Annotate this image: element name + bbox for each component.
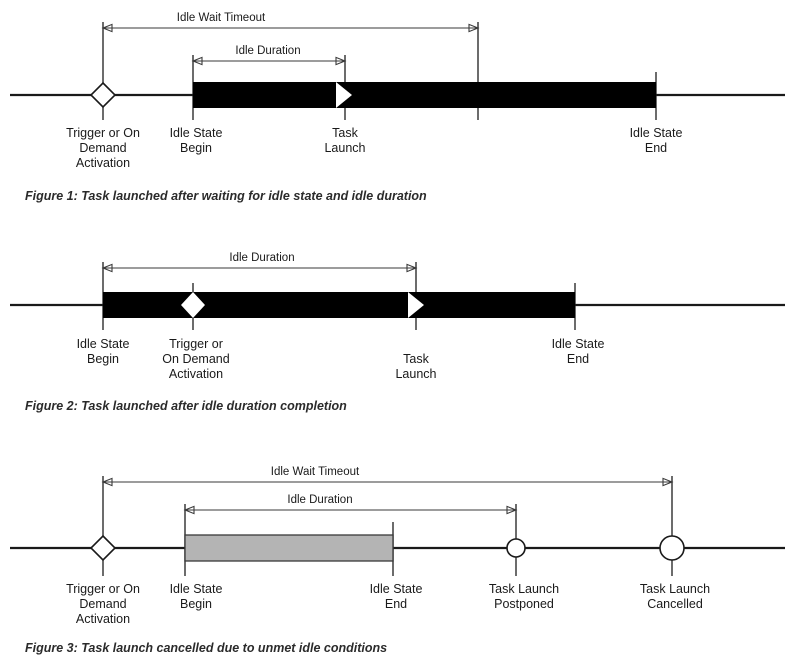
svg-text:Begin: Begin — [180, 597, 212, 611]
idle-state-bar — [103, 292, 575, 318]
marker-label-idle-state-end: Idle State End — [630, 126, 683, 155]
svg-text:Launch: Launch — [395, 367, 436, 381]
dimension-idle-wait-timeout: Idle Wait Timeout — [101, 12, 480, 33]
marker-label-task-launch-postponed: Task Launch Postponed — [489, 582, 559, 611]
figure-3: Idle Wait Timeout Idle Duration — [0, 440, 806, 665]
marker-label-task-launch-cancelled: Task Launch Cancelled — [640, 582, 710, 611]
svg-text:Idle State: Idle State — [170, 126, 223, 140]
svg-text:Activation: Activation — [169, 367, 223, 381]
dimension-label-idle-duration: Idle Duration — [235, 45, 300, 57]
svg-text:Trigger or On: Trigger or On — [66, 126, 140, 140]
marker-label-idle-state-begin: Idle State Begin — [77, 337, 130, 366]
svg-text:Task Launch: Task Launch — [489, 582, 559, 596]
svg-text:Postponed: Postponed — [494, 597, 554, 611]
figure-3-canvas: Idle Wait Timeout Idle Duration — [10, 466, 785, 655]
dimension-label-idle-wait-timeout: Idle Wait Timeout — [271, 466, 360, 478]
svg-text:Idle State: Idle State — [552, 337, 605, 351]
figure-2-caption: Figure 2: Task launched after idle durat… — [25, 399, 347, 413]
svg-text:Demand: Demand — [79, 141, 126, 155]
figure-1: Idle Wait Timeout Idle Duration — [0, 0, 806, 215]
svg-text:Idle State: Idle State — [630, 126, 683, 140]
marker-label-task-launch: Task Launch — [395, 352, 436, 381]
svg-text:Cancelled: Cancelled — [647, 597, 703, 611]
dimension-idle-duration: Idle Duration — [183, 494, 518, 515]
dimension-idle-duration: Idle Duration — [101, 252, 418, 273]
marker-label-idle-state-begin: Idle State Begin — [170, 126, 223, 155]
svg-text:Idle State: Idle State — [170, 582, 223, 596]
svg-text:Idle State: Idle State — [77, 337, 130, 351]
svg-text:Task: Task — [332, 126, 358, 140]
task-launch-cancelled-circle-icon — [659, 535, 685, 561]
svg-text:Trigger or On: Trigger or On — [66, 582, 140, 596]
task-launch-postponed-circle-icon — [506, 538, 526, 558]
svg-text:End: End — [567, 352, 589, 366]
figure-1-canvas: Idle Wait Timeout Idle Duration — [10, 12, 785, 203]
svg-text:Begin: Begin — [87, 352, 119, 366]
marker-label-idle-state-end: Idle State End — [370, 582, 423, 611]
svg-text:End: End — [385, 597, 407, 611]
marker-label-idle-state-end: Idle State End — [552, 337, 605, 366]
svg-text:Idle State: Idle State — [370, 582, 423, 596]
marker-label-trigger-activation: Trigger or On Demand Activation — [66, 582, 140, 626]
svg-text:Begin: Begin — [180, 141, 212, 155]
dimension-label-idle-duration: Idle Duration — [287, 494, 352, 506]
idle-state-bar — [184, 534, 394, 562]
svg-text:Task Launch: Task Launch — [640, 582, 710, 596]
svg-text:Activation: Activation — [76, 156, 130, 170]
figure-1-caption: Figure 1: Task launched after waiting fo… — [25, 189, 427, 203]
task-launch-triangle-icon — [336, 82, 352, 108]
task-launch-triangle-icon — [408, 292, 424, 318]
dimension-label-idle-wait-timeout: Idle Wait Timeout — [177, 12, 266, 24]
figure-2: Idle Duration Idle State Begin — [0, 220, 806, 420]
trigger-activation-diamond-icon — [181, 292, 205, 318]
svg-text:Launch: Launch — [324, 141, 365, 155]
marker-label-trigger-activation: Trigger or On Demand Activation — [162, 337, 229, 381]
marker-label-task-launch: Task Launch — [324, 126, 365, 155]
svg-text:Demand: Demand — [79, 597, 126, 611]
trigger-activation-diamond-icon — [89, 534, 117, 562]
dimension-idle-duration: Idle Duration — [191, 45, 347, 66]
dimension-idle-wait-timeout: Idle Wait Timeout — [101, 466, 674, 487]
trigger-activation-diamond-icon — [89, 81, 117, 109]
figure-2-canvas: Idle Duration Idle State Begin — [10, 252, 785, 413]
idle-state-bar — [193, 82, 656, 108]
marker-label-idle-state-begin: Idle State Begin — [170, 582, 223, 611]
svg-text:End: End — [645, 141, 667, 155]
marker-label-trigger-activation: Trigger or On Demand Activation — [66, 126, 140, 170]
dimension-label-idle-duration: Idle Duration — [229, 252, 294, 264]
svg-text:Activation: Activation — [76, 612, 130, 626]
svg-text:Task: Task — [403, 352, 429, 366]
svg-text:On Demand: On Demand — [162, 352, 229, 366]
figure-3-caption: Figure 3: Task launch cancelled due to u… — [25, 641, 387, 655]
svg-text:Trigger or: Trigger or — [169, 337, 223, 351]
